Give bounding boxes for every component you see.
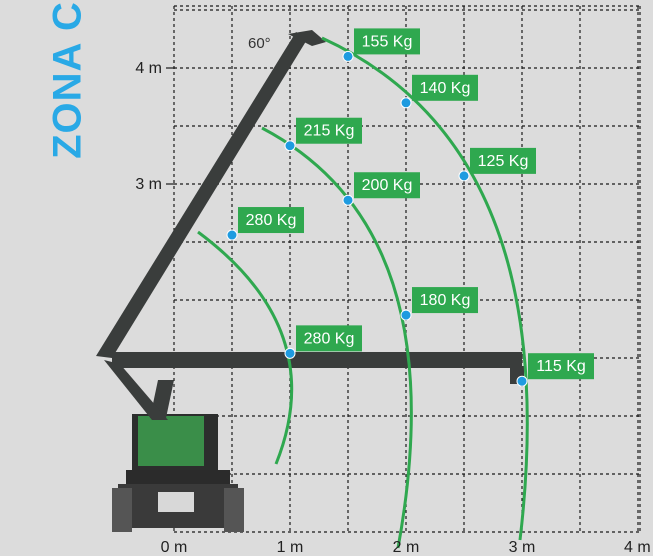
load-label-box <box>470 147 536 174</box>
load-label-box <box>412 74 478 101</box>
load-point <box>284 140 296 152</box>
arc-middle <box>261 126 413 549</box>
load-label: 140 Kg <box>420 80 471 97</box>
load-point <box>342 50 354 62</box>
load-label: 115 Kg <box>536 358 586 375</box>
machine-cab-panel <box>138 416 204 466</box>
x-tick-label: 0 m <box>161 539 188 556</box>
load-point <box>516 375 528 387</box>
crane-machine-illustration <box>96 30 524 532</box>
track-right <box>224 488 244 532</box>
load-point <box>284 347 296 359</box>
upper-boom <box>96 32 308 358</box>
load-label: 280 Kg <box>304 330 355 347</box>
load-label-box <box>238 207 304 234</box>
load-point <box>342 194 354 206</box>
x-tick-label: 4 m <box>624 539 651 556</box>
track-left <box>112 488 132 532</box>
load-points: 155 Kg 140 Kg 125 Kg 215 Kg 200 Kg 280 Kg 180 … <box>226 28 594 387</box>
load-label: 180 Kg <box>420 292 471 309</box>
y-tick-label: 3 m <box>135 176 162 193</box>
x-tick-label: 1 m <box>277 539 304 556</box>
y-tick-label: 4 m <box>135 60 162 77</box>
grid <box>173 5 641 533</box>
x-tick-label: 3 m <box>509 539 536 556</box>
load-point <box>400 97 412 109</box>
load-label-box <box>296 117 362 144</box>
axis-labels: 0 m 1 m 2 m 3 m 4 m 3 m 4 m <box>135 60 650 556</box>
horizontal-boom <box>112 352 522 368</box>
machine-chassis <box>126 470 230 484</box>
load-label: 280 Kg <box>246 212 297 229</box>
load-arcs <box>197 36 529 549</box>
load-label-box <box>412 287 478 314</box>
load-label-box <box>354 172 420 199</box>
load-label-box <box>354 28 420 55</box>
load-label-box <box>296 325 362 352</box>
load-point <box>458 170 470 182</box>
load-label: 215 Kg <box>304 123 355 140</box>
boom-angle-label: 60° <box>248 35 271 52</box>
x-tick-label: 2 m <box>393 539 420 556</box>
arc-outer <box>321 36 529 541</box>
arc-inner <box>197 230 294 465</box>
number-plate <box>158 492 194 512</box>
load-point <box>400 309 412 321</box>
load-label: 200 Kg <box>362 177 413 194</box>
load-label-box <box>528 353 594 380</box>
load-label: 155 Kg <box>362 33 413 50</box>
load-label: 125 Kg <box>478 153 529 170</box>
load-point <box>226 229 238 241</box>
upper-boom-tip <box>288 30 326 46</box>
lower-arm <box>104 360 168 420</box>
